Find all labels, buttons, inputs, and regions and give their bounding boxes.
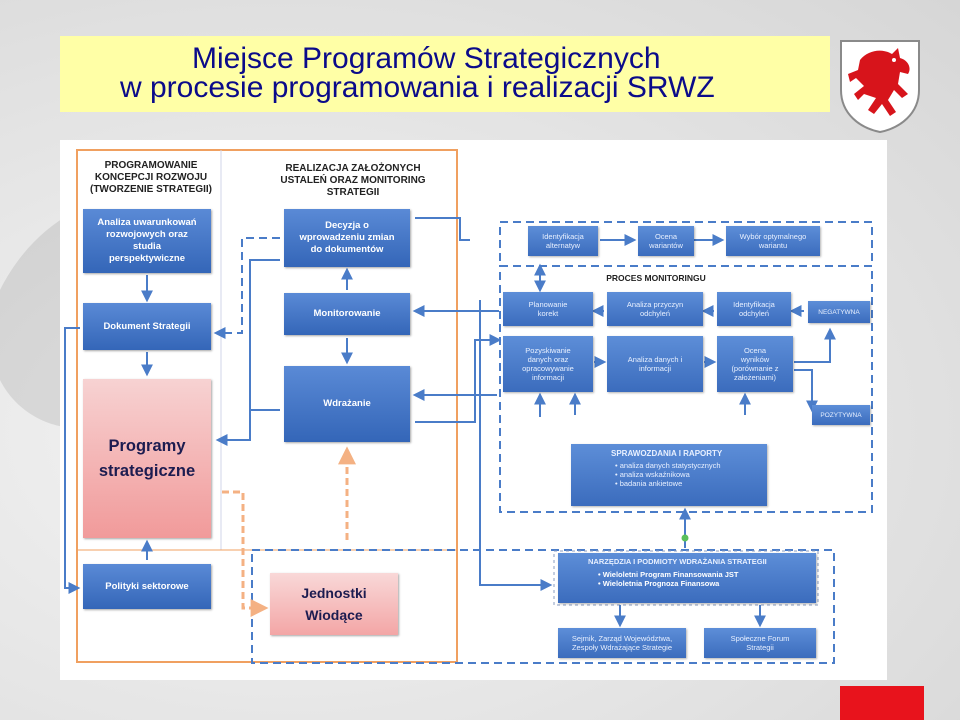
corner-red-accent xyxy=(840,686,924,720)
box-spoleczne-forum: Społeczne Forum Strategii xyxy=(704,628,816,658)
box-wdrazanie: Wdrażanie xyxy=(284,366,410,442)
box-analiza-danych: Analiza danych i informacji xyxy=(607,336,703,392)
sprawozdania-item: • badania ankietowe xyxy=(615,479,683,488)
header-proces-monitoringu: PROCES MONITORINGU xyxy=(606,273,706,283)
griffin-coat-of-arms-icon xyxy=(840,40,920,134)
box-wybor-wariantu: Wybór optymalnego wariantu xyxy=(726,226,820,256)
box-monitorowanie: Monitorowanie xyxy=(284,293,410,335)
box-decyzja-o-zmianach: Decyzja o wprowadzeniu zmian do dokument… xyxy=(284,209,410,267)
box-jednostki-wiodace: Jednostki Wiodące xyxy=(270,573,398,635)
sprawozdania-item: • analiza wskaźnikowa xyxy=(615,470,690,479)
box-pozytywna: POZYTYWNA xyxy=(812,405,870,425)
box-analiza-przyczyn: Analiza przyczyn odchyleń xyxy=(607,292,703,326)
box-sprawozdania-i-raporty: SPRAWOZDANIA I RAPORTY • analiza danych … xyxy=(571,444,767,506)
box-sejmik-zarzad: Sejmik, Zarząd Województwa, Zespoły Wdra… xyxy=(558,628,686,658)
box-polityki-sektorowe: Polityki sektorowe xyxy=(83,564,211,609)
sprawozdania-item: • analiza danych statystycznych xyxy=(615,461,721,470)
sprawozdania-title: SPRAWOZDANIA I RAPORTY xyxy=(611,449,723,458)
header-programowanie: PROGRAMOWANIE KONCEPCJI ROZWOJU (TWORZEN… xyxy=(89,160,213,195)
title-band xyxy=(60,36,830,112)
box-dokument-strategii: Dokument Strategii xyxy=(83,303,211,350)
narzedzia-item: • Wieloletni Program Finansowania JST xyxy=(598,570,739,579)
box-planowanie-korekt: Planowanie korekt xyxy=(503,292,593,326)
box-analiza-uwarunkowan: Analiza uwarunkowań rozwojowych oraz stu… xyxy=(83,209,211,273)
page-title-line-1: Miejsce Programów Strategicznych xyxy=(192,42,661,75)
box-narzedzia-i-podmioty: NARZĘDZIA I PODMIOTY WDRAŻANIA STRATEGII… xyxy=(558,553,816,603)
box-pozyskiwanie-danych: Pozyskiwanie danych oraz opracowywanie i… xyxy=(503,336,593,392)
header-realizacja: REALIZACJA ZAŁOŻONYCH USTALEŃ ORAZ MONIT… xyxy=(280,163,426,198)
page-title-line-2: w procesie programowania i realizacji SR… xyxy=(120,71,715,104)
box-identyfikacja-odchylen: Identyfikacja odchyleń xyxy=(717,292,791,326)
box-programy-strategiczne: Programy strategiczne xyxy=(83,379,211,538)
narzedzia-title: NARZĘDZIA I PODMIOTY WDRAŻANIA STRATEGII xyxy=(588,557,767,566)
narzedzia-item: • Wieloletnia Prognoza Finansowa xyxy=(598,579,720,588)
box-ocena-wariantow: Ocena wariantów xyxy=(638,226,694,256)
box-identyfikacja-alternatyw: Identyfikacja alternatyw xyxy=(528,226,598,256)
box-ocena-wynikow: Ocena wyników (porównanie z założeniami) xyxy=(717,336,793,392)
box-negatywna: NEGATYWNA xyxy=(808,301,870,323)
